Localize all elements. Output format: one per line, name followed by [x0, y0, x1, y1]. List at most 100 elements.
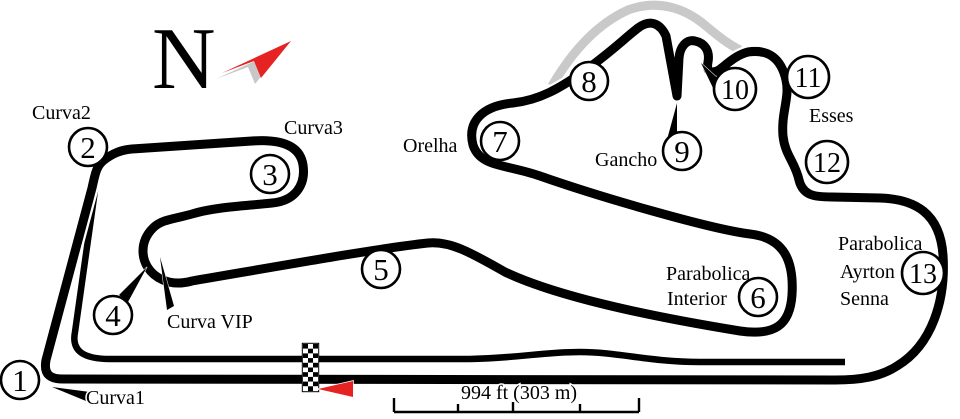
corner-circle	[568, 60, 610, 102]
corner-label: Senna	[840, 288, 889, 310]
north-indicator: N	[151, 10, 291, 110]
corner-label: Interior	[667, 288, 727, 310]
checker-cell	[308, 367, 313, 373]
start-finish-line	[301, 342, 320, 393]
corner-circle	[712, 66, 758, 112]
corner-number: 11	[795, 63, 822, 94]
alternate-track-section	[546, 0, 744, 90]
checker-cell	[313, 381, 318, 387]
corner-circle	[67, 126, 109, 168]
corner-marker-13: 13	[900, 250, 946, 296]
pit-lane-path	[71, 175, 845, 366]
corner-number: 8	[581, 64, 597, 99]
corner-marker-1: 1	[0, 359, 41, 401]
corner-number: 13	[909, 259, 937, 290]
corner-marker-9: 9	[661, 130, 703, 172]
corner-marker-7: 7	[479, 120, 521, 162]
corner-label: Parabolica	[838, 233, 923, 255]
corner-number: 2	[80, 130, 96, 165]
corner-number: 1	[12, 363, 28, 398]
corner-circle	[479, 120, 521, 162]
corner-marker-11: 11	[785, 54, 831, 100]
checker-cell	[303, 362, 308, 368]
checker-cell	[308, 376, 313, 382]
checker-cell	[313, 376, 318, 382]
north-arrow-icon	[222, 41, 291, 78]
corner-number: 9	[674, 134, 690, 169]
north-letter: N	[152, 11, 216, 108]
main-circuit-path	[40, 18, 948, 385]
corner-marker-2: 2	[67, 126, 109, 168]
corner-circle	[92, 294, 134, 336]
corner-circle	[249, 153, 291, 195]
checker-cell	[308, 362, 313, 368]
corner-marker-4: 4	[92, 294, 134, 336]
corner-label: Orelha	[403, 135, 458, 157]
corner-label: Ayrton	[840, 261, 895, 283]
checker-cell	[308, 372, 313, 377]
alternate-track-path	[548, 0, 743, 89]
checker-cell	[313, 386, 318, 391]
checker-cell	[313, 348, 318, 354]
curva4-arrow	[118, 266, 148, 303]
corner-marker-12: 12	[804, 139, 850, 185]
checker-cell	[308, 353, 313, 359]
checker-cell	[308, 348, 313, 354]
corner-label: Gancho	[595, 149, 657, 171]
checker-cell	[308, 358, 313, 363]
corner-label: Curva3	[284, 117, 343, 139]
main-circuit	[38, 16, 951, 387]
scale-bar-label: 994 ft (303 m)	[461, 382, 577, 404]
corner-number: 4	[105, 298, 121, 333]
checker-cell	[313, 353, 318, 359]
corner-label: Curva VIP	[167, 311, 253, 333]
direction-arrow-icon	[317, 380, 354, 398]
corner-number: 3	[262, 157, 278, 192]
checker-cell	[308, 381, 313, 387]
corner-circle	[737, 276, 779, 318]
corner-number: 6	[750, 280, 766, 315]
corner-circle	[804, 139, 850, 185]
corner-label: Curva1	[86, 387, 145, 409]
checker-cell	[303, 353, 308, 359]
corner-circle	[900, 250, 946, 296]
checker-cell	[303, 358, 308, 363]
corner-label: Parabolica	[666, 263, 751, 285]
checker-cell	[303, 344, 308, 349]
curva-vip-arrow	[159, 256, 175, 311]
corner-number: 5	[373, 252, 389, 287]
checker-cell	[303, 372, 308, 377]
corner-marker-3: 3	[249, 153, 291, 195]
checker-cell	[313, 358, 318, 363]
checker-cell	[303, 376, 308, 382]
checker-cell	[303, 367, 308, 373]
corner-marker-5: 5	[360, 248, 402, 290]
pit-lane	[69, 175, 845, 368]
corner-circle	[785, 54, 831, 100]
checker-cell	[313, 362, 318, 368]
scale-bar: 994 ft (303 m)	[392, 381, 641, 414]
corner-circle	[661, 130, 703, 172]
checker-cell	[313, 344, 318, 349]
checker-cell	[308, 344, 313, 349]
curva1-arrow	[51, 386, 91, 402]
corner-marker-8: 8	[568, 60, 610, 102]
checker-cell	[313, 367, 318, 373]
checker-cell	[308, 386, 313, 391]
checker-cell	[303, 381, 308, 387]
checker-cell	[303, 348, 308, 354]
corner-label: Curva2	[32, 102, 91, 124]
corner-marker-10: 10	[712, 66, 758, 112]
checker-cell	[313, 372, 318, 377]
corner-circle	[0, 359, 41, 401]
corner-number: 7	[492, 124, 508, 159]
corner-label: Esses	[809, 105, 854, 127]
corner-number: 10	[721, 75, 749, 106]
checker-cell	[303, 386, 308, 391]
corner-number: 12	[813, 148, 841, 179]
corner-circle	[360, 248, 402, 290]
corner-marker-6: 6	[737, 276, 779, 318]
